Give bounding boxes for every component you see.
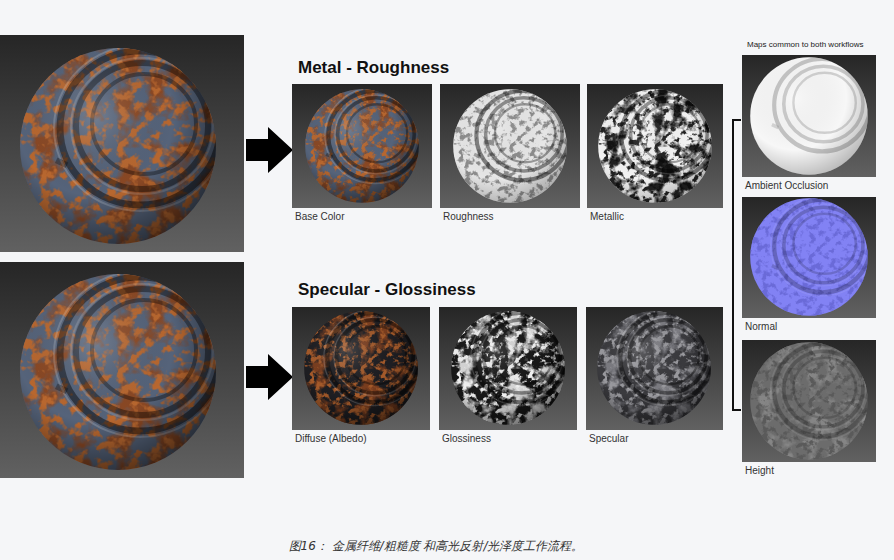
workflow-heading: Metal - Roughness: [298, 58, 449, 78]
map-label: Glossiness: [439, 433, 581, 445]
thumbnail-panel: [292, 307, 430, 430]
texture-map-thumbnail: Metallic: [587, 84, 727, 223]
texture-map-thumbnail: Diffuse (Albedo): [292, 307, 434, 445]
thumbnail-panel: [742, 340, 876, 462]
texture-map-thumbnail: Normal: [742, 197, 880, 333]
map-label: Base Color: [292, 211, 436, 223]
roughness-sphere: [452, 87, 573, 204]
workflow-arrows: [246, 127, 293, 400]
figure-caption: 图16： 金属纤维/粗糙度 和高光反射/光泽度工作流程。: [289, 538, 584, 554]
map-label: Diffuse (Albedo): [292, 433, 434, 445]
group-note: Maps common to both workflows: [747, 40, 864, 50]
texture-map-thumbnail: Glossiness: [439, 307, 581, 445]
block-arrow: [246, 127, 293, 173]
thumbnail-panel: [586, 307, 723, 430]
texture-map-thumbnail: Height: [742, 340, 880, 477]
metallic-sphere: [597, 87, 718, 204]
specular-sphere: [596, 309, 717, 426]
rusty-sphere: [18, 271, 226, 472]
thumbnail-panel: [440, 84, 580, 208]
render-panel: [0, 262, 244, 478]
thumbnail-panel: [292, 84, 432, 208]
thumbnail-panel: [742, 55, 876, 177]
block-arrow: [246, 354, 293, 400]
workflow-heading: Specular - Glossiness: [298, 280, 476, 300]
normal-sphere: [749, 196, 874, 317]
base-color-sphere: [304, 87, 425, 204]
map-label: Height: [742, 465, 880, 477]
map-label: Ambient Occlusion: [742, 180, 880, 192]
thumbnail-panel: [742, 197, 876, 318]
ambient-occlusion-sphere: [749, 55, 874, 176]
glossiness-sphere: [450, 309, 571, 426]
height-sphere: [749, 340, 874, 461]
map-label: Metallic: [587, 211, 727, 223]
map-thumbnails: [292, 55, 876, 462]
map-label: Specular: [586, 433, 727, 445]
rusty-sphere: [18, 45, 226, 246]
thumbnail-panel: [439, 307, 577, 430]
render-panel: [0, 35, 244, 252]
diffuse-sphere: [303, 309, 424, 426]
texture-map-thumbnail: Ambient Occlusion: [742, 55, 880, 192]
bracket: [733, 120, 741, 410]
thumbnail-panel: [587, 84, 723, 208]
map-label: Normal: [742, 321, 880, 333]
texture-map-thumbnail: Specular: [586, 307, 727, 445]
texture-map-thumbnail: Roughness: [440, 84, 584, 223]
large-render-panels: [0, 35, 244, 478]
texture-map-thumbnail: Base Color: [292, 84, 436, 223]
map-label: Roughness: [440, 211, 584, 223]
